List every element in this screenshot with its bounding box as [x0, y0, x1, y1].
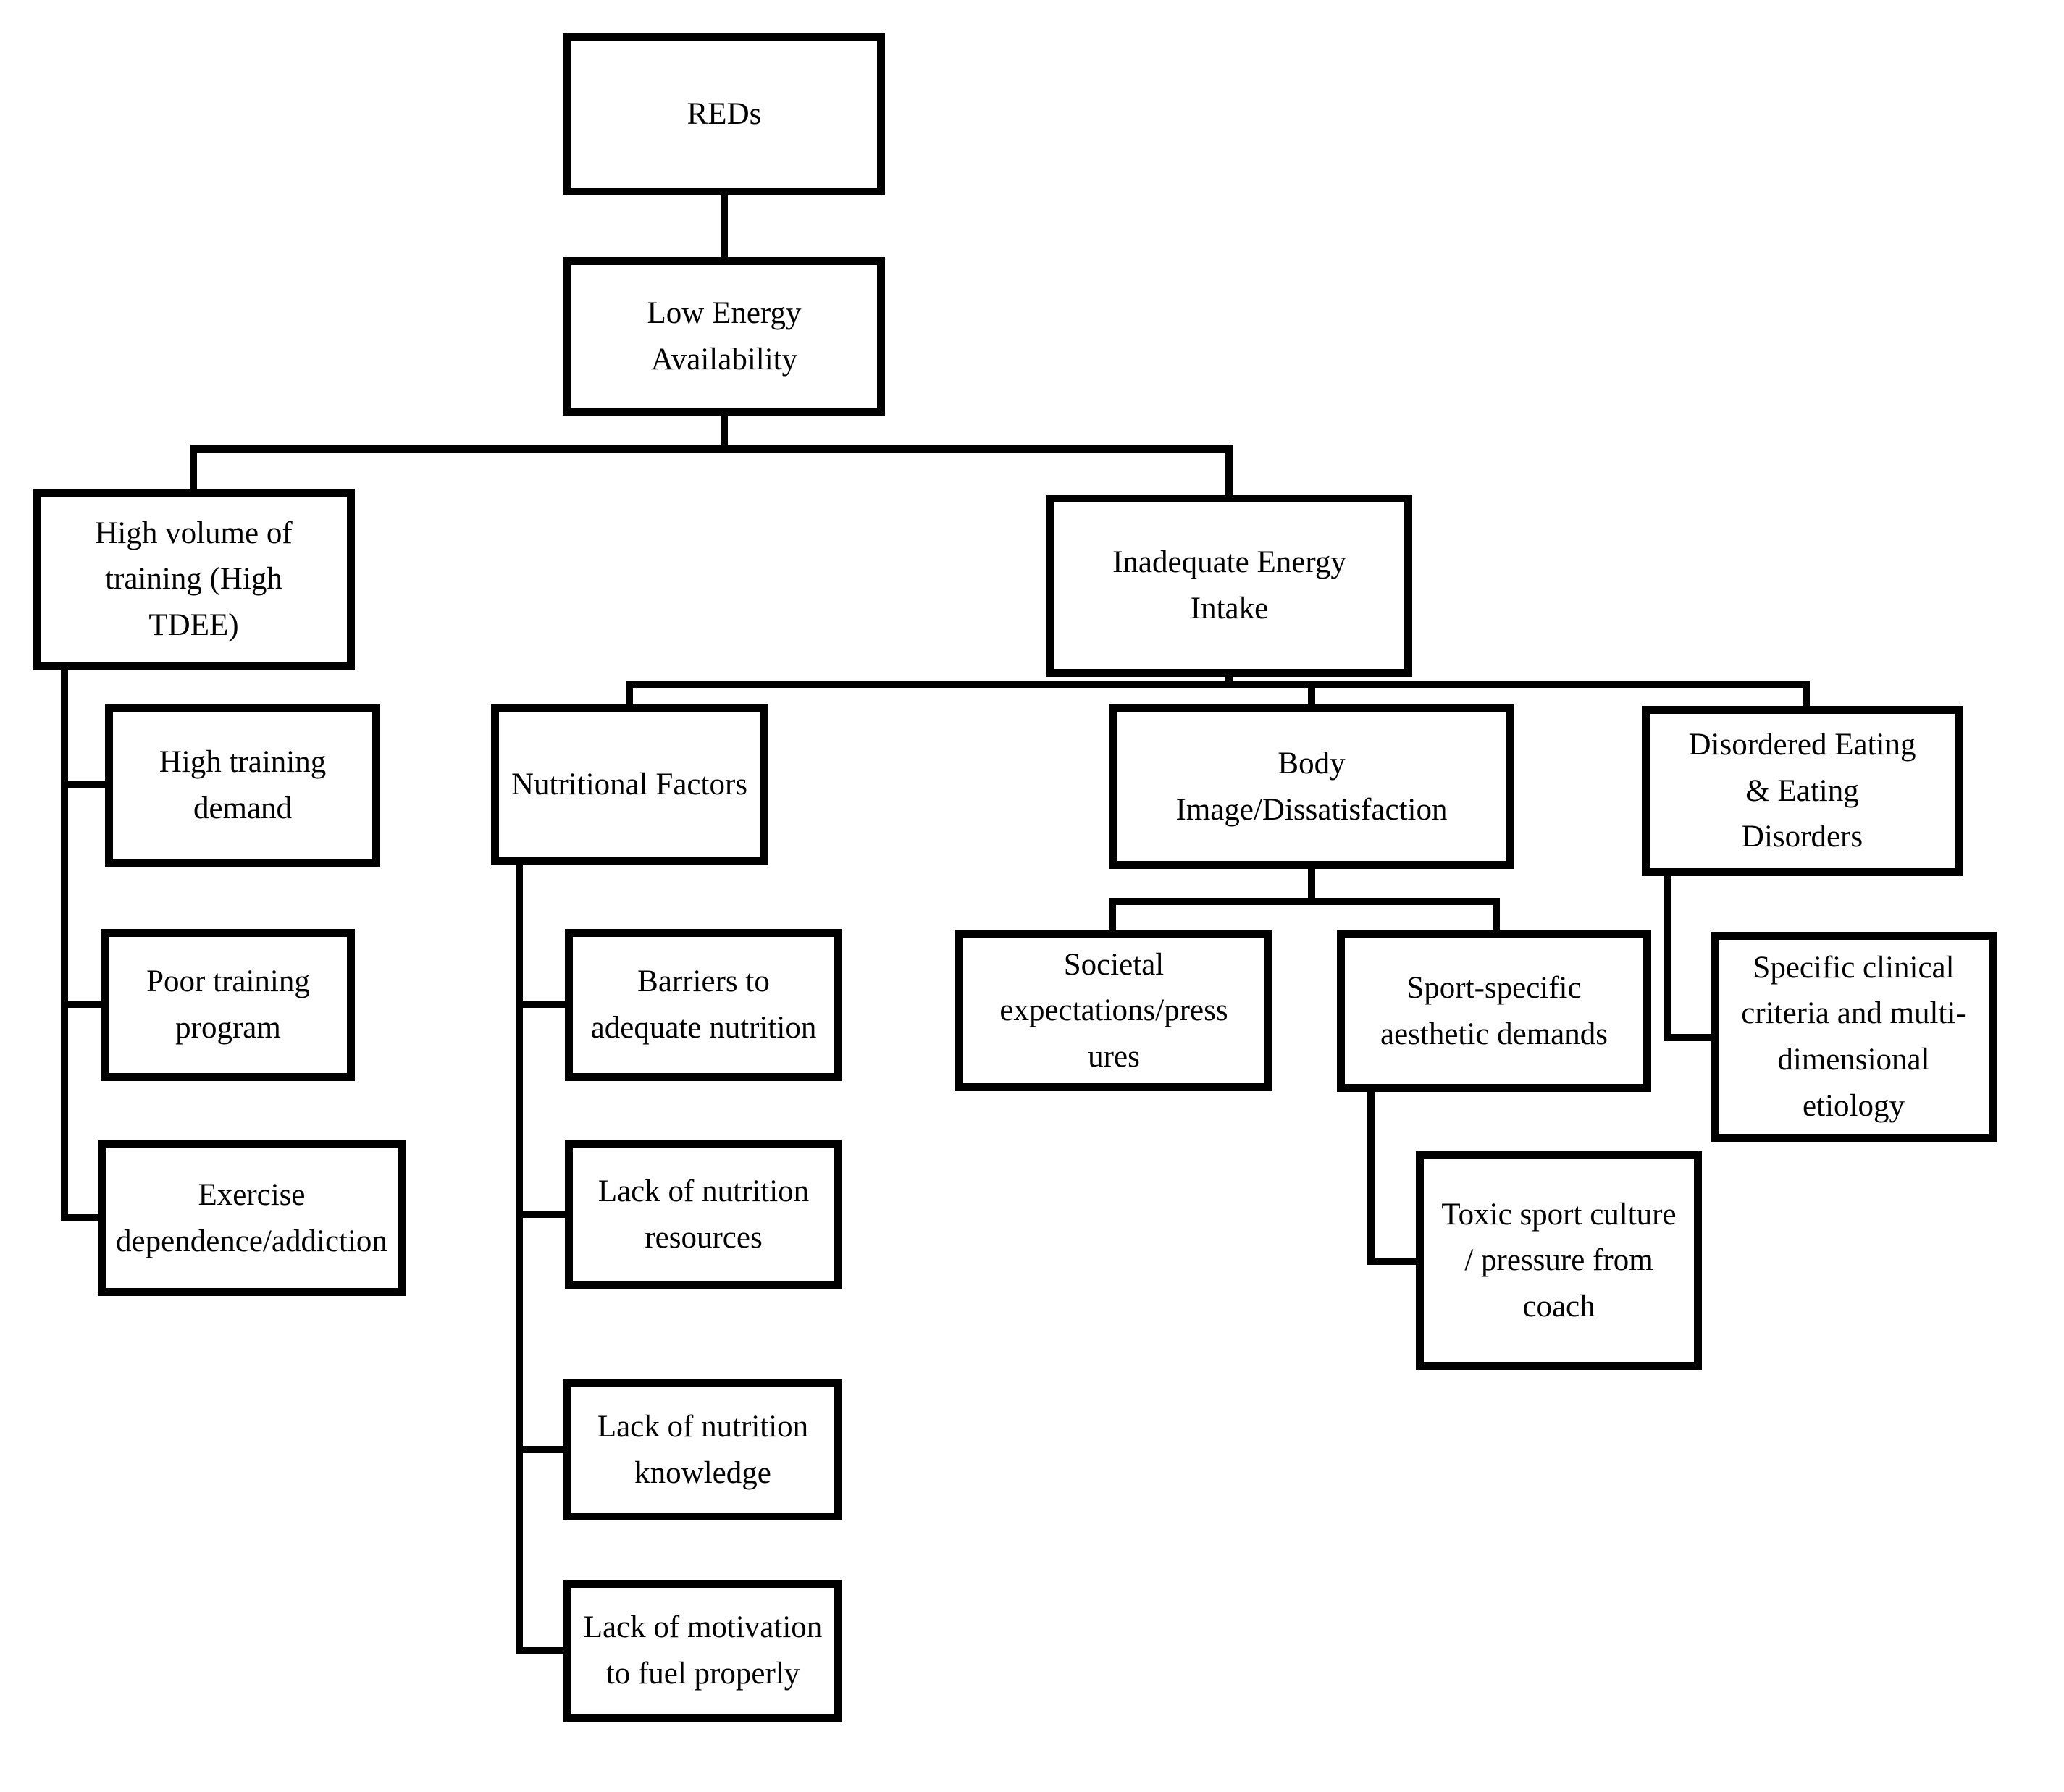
stub-lack-resources	[516, 1211, 565, 1218]
connector-rail2-nutritional	[626, 681, 633, 710]
node-sport-specific-aesthetic-demands: Sport-specific aesthetic demands	[1337, 930, 1651, 1092]
node-reds: REDs	[563, 33, 885, 195]
node-high-volume-of-training: High volume of training (High TDEE)	[33, 489, 355, 670]
connector-rail1-inadequate	[1225, 445, 1233, 498]
node-inadequate-energy-intake: Inadequate Energy Intake	[1046, 495, 1412, 677]
node-high-training-demand: High training demand	[105, 704, 380, 867]
stub-exercise-dependence	[61, 1214, 101, 1221]
rail3	[1109, 898, 1500, 905]
connector-sportspecific-toxic-vertical	[1367, 1088, 1375, 1265]
stub-poor-training-program	[61, 1001, 105, 1008]
node-disordered-eating: Disordered Eating & Eating Disorders	[1642, 706, 1963, 876]
node-exercise-dependence-addiction: Exercise dependence/addiction	[98, 1140, 406, 1296]
connector-disordered-specific-horizontal	[1664, 1034, 1713, 1041]
connector-lowenergy-rail1	[721, 415, 728, 453]
rail2	[626, 681, 1810, 688]
stub-barriers	[516, 1001, 565, 1008]
connector-rail1-highvolume	[190, 445, 197, 492]
node-lack-of-nutrition-resources: Lack of nutrition resources	[565, 1140, 842, 1289]
node-body-image-dissatisfaction: Body Image/Dissatisfaction	[1109, 704, 1514, 869]
node-nutritional-factors: Nutritional Factors	[491, 704, 768, 865]
trunk-high-volume	[61, 666, 68, 1221]
connector-sportspecific-toxic-horizontal	[1367, 1258, 1418, 1265]
node-lack-of-nutrition-knowledge: Lack of nutrition knowledge	[563, 1379, 842, 1520]
node-barriers-to-adequate-nutrition: Barriers to adequate nutrition	[565, 929, 842, 1081]
connector-rail3-sportspecific	[1493, 898, 1500, 934]
connector-inadequate-rail2	[1225, 672, 1233, 688]
rail1	[190, 445, 1233, 453]
node-specific-clinical-criteria: Specific clinical criteria and multi- di…	[1711, 932, 1997, 1142]
stub-high-training-demand	[61, 781, 109, 788]
node-low-energy-availability: Low Energy Availability	[563, 257, 885, 416]
connector-reds-lowenergy	[721, 194, 728, 259]
connector-bodyimage-rail3	[1308, 865, 1315, 905]
node-lack-of-motivation-to-fuel-properly: Lack of motivation to fuel properly	[563, 1580, 842, 1722]
connector-rail2-disordered	[1803, 681, 1810, 711]
trunk-nutritional-factors	[516, 862, 523, 1654]
connector-rail2-bodyimage	[1308, 681, 1315, 710]
stub-lack-knowledge	[516, 1446, 563, 1453]
node-poor-training-program: Poor training program	[101, 929, 355, 1081]
stub-lack-motivation	[516, 1647, 563, 1654]
connector-rail3-societal	[1109, 898, 1116, 934]
connector-disordered-specific-vertical	[1664, 872, 1671, 1041]
node-toxic-sport-culture: Toxic sport culture / pressure from coac…	[1416, 1151, 1702, 1370]
node-societal-expectations-pressures: Societal expectations/press ures	[955, 930, 1272, 1091]
